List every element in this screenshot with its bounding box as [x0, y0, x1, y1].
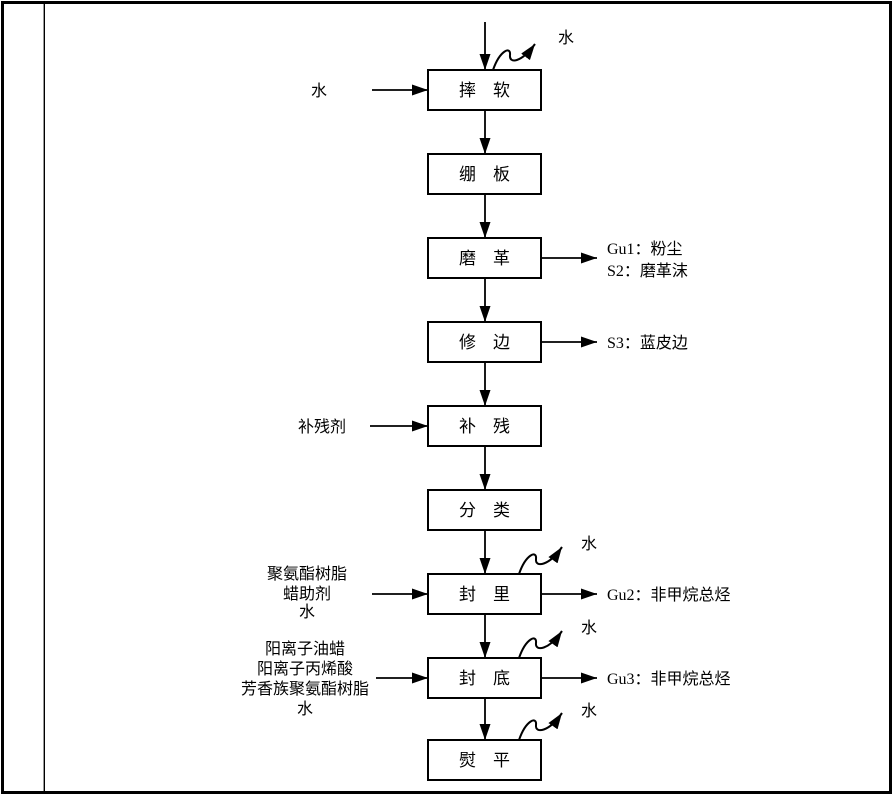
input-label-pu-resin: 聚氨酯树脂: [267, 565, 347, 583]
output-arrows: [541, 252, 597, 684]
step-label-7: 封 里: [459, 585, 510, 604]
step-label-2: 绷 板: [459, 165, 510, 184]
input-label-repair-agent: 补残剂: [298, 418, 346, 436]
step-label-8: 封 底: [459, 669, 510, 688]
input-label-water-step1: 水: [311, 82, 327, 100]
evaporation-labels: 水 水 水 水: [558, 29, 597, 720]
input-label-water-step7: 水: [299, 603, 315, 621]
step-label-3: 磨 革: [459, 249, 510, 268]
input-label-cationic-oil-wax: 阳离子油蜡: [265, 640, 345, 658]
evaporation-arrow-step7: [518, 546, 563, 575]
step-labels: 摔 软 绷 板 磨 革 修 边 补 残 分 类 封 里 封 底 熨 平: [459, 81, 510, 770]
step-label-1: 摔 软: [459, 81, 510, 100]
output-label-s2-buffing-dust: S2：磨革沫: [607, 262, 688, 280]
evaporation-label-step8: 水: [581, 619, 597, 637]
evaporation-label-step7: 水: [581, 535, 597, 553]
step-label-9: 熨 平: [459, 750, 510, 770]
evaporation-arrow-step8: [518, 630, 563, 659]
evaporation-arrow-step9: [518, 712, 563, 741]
input-arrows: [370, 84, 428, 684]
output-labels: Gu1：粉尘 S2：磨革沫 S3：蓝皮边 Gu2：非甲烷总烃 Gu3：非甲烷总烃: [607, 240, 731, 688]
output-label-gu3-nmhc: Gu3：非甲烷总烃: [607, 670, 731, 688]
evaporation-arrows: [492, 43, 563, 741]
input-label-water-step8: 水: [297, 700, 313, 718]
input-labels: 水 补残剂 聚氨酯树脂 蜡助剂 水 阳离子油蜡 阳离子丙烯酸 芳香族聚氨酯树脂 …: [241, 82, 369, 718]
step-label-5: 补 残: [459, 417, 510, 436]
output-label-s3-blue-edge: S3：蓝皮边: [607, 334, 688, 352]
output-label-gu1-dust: Gu1：粉尘: [607, 240, 683, 258]
step-label-6: 分 类: [459, 501, 510, 520]
input-label-cationic-acrylic: 阳离子丙烯酸: [257, 660, 353, 678]
evaporation-label-step9: 水: [581, 702, 597, 720]
input-label-wax-auxiliary: 蜡助剂: [283, 585, 331, 603]
evaporation-label-step1: 水: [558, 29, 574, 47]
output-label-gu2-nmhc: Gu2：非甲烷总烃: [607, 586, 731, 604]
evaporation-arrow-step1: [492, 43, 536, 71]
input-label-aromatic-pu-resin: 芳香族聚氨酯树脂: [241, 680, 369, 698]
step-label-4: 修 边: [459, 333, 510, 352]
